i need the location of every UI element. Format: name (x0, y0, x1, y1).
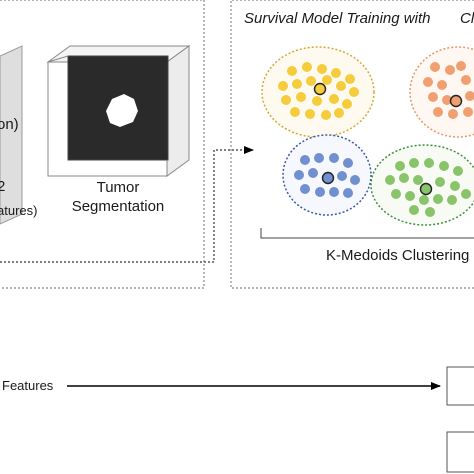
segmentation-label: Segmentation (72, 198, 165, 215)
features-label: Features (2, 378, 54, 393)
input-label-partial: on) (0, 116, 19, 133)
input-slab-shape (0, 45, 23, 225)
tumor-mask-shape (106, 94, 138, 127)
tumor-segmentation-cube (46, 45, 191, 177)
cluster-orange (409, 46, 474, 138)
right-panel-border (230, 0, 474, 289)
medoid-blue (321, 171, 335, 185)
medoid-green (419, 182, 433, 196)
bottom-box-lower (446, 431, 474, 473)
left-panel-border (0, 0, 205, 289)
medoid-orange (449, 94, 463, 108)
feature-count-partial: 2 (0, 178, 5, 195)
connector-arrow (0, 146, 254, 263)
features-partial: atures) (0, 203, 37, 218)
bottom-box-upper (446, 366, 474, 406)
cluster-green (370, 144, 474, 226)
cluster-yellow (261, 46, 375, 138)
cluster-blue (282, 134, 372, 216)
right-panel-title-cut: Cl (460, 10, 474, 27)
tumor-label: Tumor (97, 179, 140, 196)
right-panel-title: Survival Model Training with (244, 10, 430, 27)
clustering-bracket (260, 228, 474, 239)
medoid-yellow (313, 82, 327, 96)
clustering-label: K-Medoids Clustering (326, 247, 469, 264)
